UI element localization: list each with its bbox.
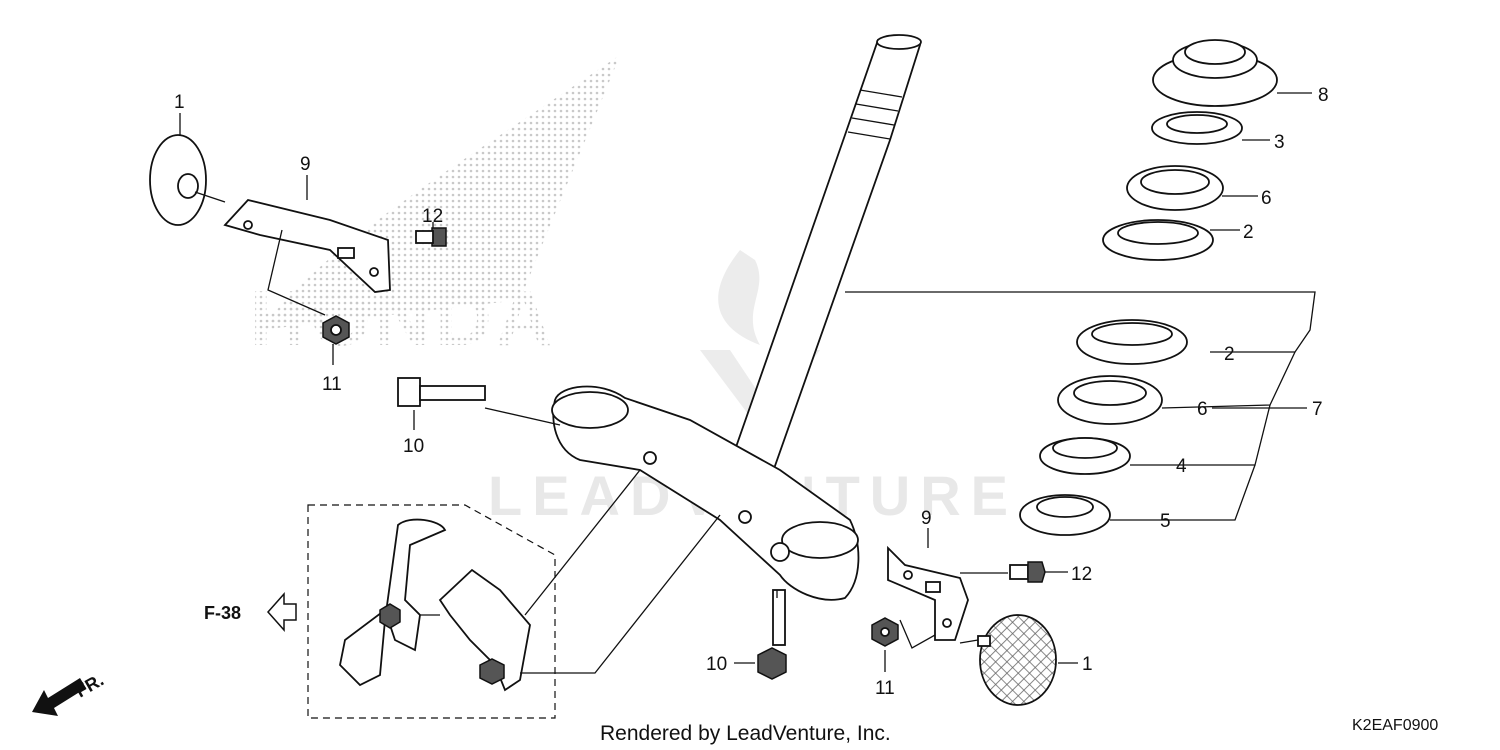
callout-6-mid: 6 bbox=[1197, 399, 1208, 420]
callout-2-mid: 2 bbox=[1224, 344, 1235, 365]
ball-bearing-6-top bbox=[1126, 165, 1224, 211]
ball-bearing-6-lower bbox=[1057, 375, 1163, 425]
steering-stem bbox=[726, 34, 922, 482]
steering-cap-bottom bbox=[977, 614, 1057, 706]
bearing-race-4 bbox=[1039, 437, 1131, 475]
callout-12-top: 12 bbox=[422, 206, 443, 227]
dust-seal-5 bbox=[1019, 494, 1111, 536]
reference-label[interactable]: F-38 bbox=[204, 603, 241, 623]
callout-4: 4 bbox=[1176, 456, 1187, 477]
callout-12-bottom: 12 bbox=[1071, 564, 1092, 585]
dust-seal-2-top bbox=[1102, 219, 1214, 261]
callout-11-bottom: 11 bbox=[875, 678, 895, 699]
diagram-code: K2EAF0900 bbox=[1352, 717, 1438, 734]
callout-11-top: 11 bbox=[322, 374, 342, 395]
callout-7: 7 bbox=[1312, 399, 1323, 420]
front-direction-indicator: FR. bbox=[32, 670, 107, 716]
callout-8: 8 bbox=[1318, 85, 1329, 106]
callout-9-top: 9 bbox=[300, 154, 311, 175]
flange-bolt-top bbox=[415, 227, 447, 247]
callout-1-bottom: 1 bbox=[1082, 654, 1093, 675]
lock-nut-8 bbox=[1152, 39, 1278, 107]
callout-10-bottom: 10 bbox=[706, 654, 727, 675]
callout-2-top: 2 bbox=[1243, 222, 1254, 243]
callout-numbers: 1 9 12 11 10 8 3 6 2 2 6 7 4 5 9 12 1 10… bbox=[174, 85, 1329, 699]
render-credit: Rendered by LeadVenture, Inc. bbox=[600, 722, 891, 745]
flange-nut-bottom bbox=[871, 617, 899, 647]
pinch-bolt-bottom bbox=[757, 589, 787, 680]
callout-1-top: 1 bbox=[174, 92, 185, 113]
callout-5: 5 bbox=[1160, 511, 1171, 532]
lower-triple-clamp bbox=[551, 385, 860, 601]
mounting-bracket-top bbox=[223, 198, 391, 293]
mounting-bracket-bottom bbox=[887, 545, 969, 641]
reference-inset-box bbox=[307, 504, 556, 719]
steering-cap-top bbox=[149, 134, 226, 226]
callout-10-top: 10 bbox=[403, 436, 424, 457]
pinch-bolt-top bbox=[397, 377, 486, 407]
callout-3: 3 bbox=[1274, 132, 1285, 153]
honda-wordmark-watermark: HONDA bbox=[250, 274, 556, 362]
arrow-left-icon bbox=[266, 592, 297, 632]
dust-seal-2-lower bbox=[1076, 319, 1188, 365]
flange-bolt-bottom bbox=[1009, 561, 1046, 583]
front-label: FR. bbox=[72, 670, 107, 702]
callout-6-top: 6 bbox=[1261, 188, 1272, 209]
flange-nut-top bbox=[322, 315, 350, 345]
arrow-down-left-icon bbox=[32, 678, 86, 716]
reference-f38[interactable]: F-38 bbox=[204, 592, 297, 632]
callout-9-bottom: 9 bbox=[921, 508, 932, 529]
leader-lines bbox=[179, 92, 1316, 674]
bearing-race-3 bbox=[1151, 111, 1243, 145]
